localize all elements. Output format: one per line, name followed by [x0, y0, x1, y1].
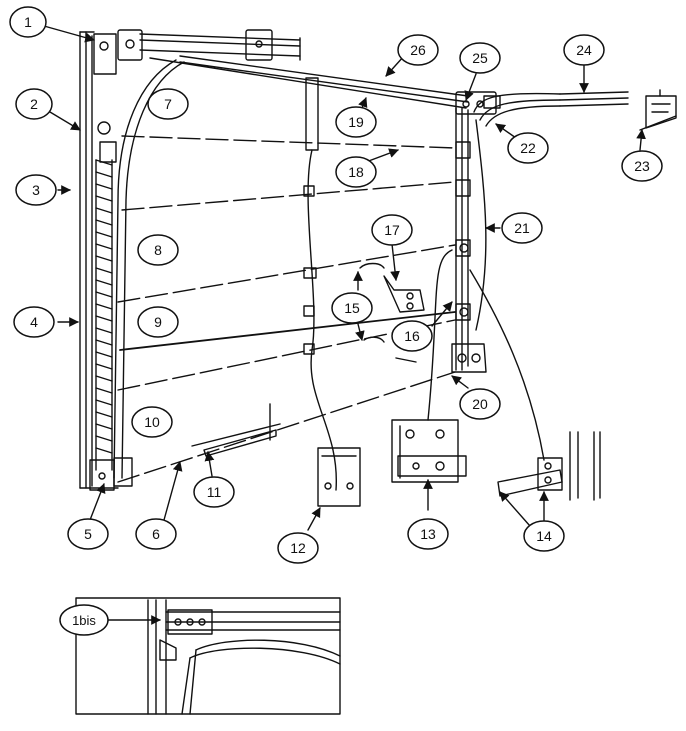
leader-16 — [431, 301, 453, 327]
callout-label: 11 — [207, 484, 222, 500]
callout-label: 1bis — [72, 613, 96, 628]
callout-3: 3 — [15, 174, 57, 206]
leader-20 — [451, 375, 469, 389]
callout-label: 15 — [344, 300, 360, 316]
right-track-assembly — [427, 91, 629, 461]
callout-15: 15 — [331, 292, 373, 324]
callout-label: 20 — [472, 396, 488, 412]
callout-9: 9 — [137, 306, 179, 338]
callout-label: 6 — [152, 526, 160, 542]
center-hardware — [191, 77, 361, 507]
leader-15b — [355, 323, 365, 341]
callout-label: 2 — [30, 96, 38, 112]
callout-23: 23 — [621, 150, 663, 182]
callout-label: 18 — [348, 164, 364, 180]
callout-label: 14 — [536, 528, 552, 544]
callout-5: 5 — [67, 518, 109, 550]
callout-21: 21 — [501, 212, 543, 244]
leader-5 — [89, 483, 106, 521]
callout-label: 9 — [154, 314, 162, 330]
callout-24: 24 — [563, 34, 605, 66]
callout-label: 21 — [514, 220, 530, 236]
callout-label: 23 — [634, 158, 650, 174]
callout-label: 4 — [30, 314, 38, 330]
leader-18 — [365, 148, 399, 163]
callout-1bis: 1bis — [59, 604, 109, 636]
detail-13 — [391, 419, 467, 483]
leader-22 — [495, 123, 517, 139]
callout-label: 8 — [154, 242, 162, 258]
torsion-spring — [95, 159, 113, 471]
top-rails — [113, 29, 469, 479]
leader-19 — [358, 97, 368, 109]
leader-25 — [464, 73, 477, 101]
bracket-23 — [639, 89, 677, 131]
left-rail-assembly — [79, 29, 143, 491]
callout-label: 10 — [144, 414, 160, 430]
callout-label: 24 — [576, 42, 592, 58]
leader-12 — [307, 507, 321, 531]
callout-16: 16 — [391, 320, 433, 352]
leader-26 — [385, 55, 405, 77]
callout-label: 7 — [164, 96, 172, 112]
callout-7: 7 — [147, 88, 189, 120]
callout-8: 8 — [137, 234, 179, 266]
callout-17: 17 — [371, 214, 413, 246]
callout-label: 17 — [384, 222, 400, 238]
callout-18: 18 — [335, 156, 377, 188]
leader-23 — [636, 129, 646, 151]
leader-6 — [163, 461, 183, 521]
callout-13: 13 — [407, 518, 449, 550]
callout-label: 25 — [472, 50, 488, 66]
hinge-cluster — [359, 262, 425, 363]
callout-6: 6 — [135, 518, 177, 550]
leader-arrows — [43, 25, 646, 625]
callout-label: 16 — [404, 328, 420, 344]
callout-12: 12 — [277, 532, 319, 564]
leader-2 — [49, 111, 81, 131]
leader-1 — [43, 25, 95, 43]
callouts: 1 2 3 4 5 6 7 8 9 10 11 12 13 14 15 16 1… — [9, 6, 663, 636]
callout-1: 1 — [9, 6, 47, 38]
callout-label: 1 — [24, 14, 32, 30]
callout-label: 22 — [520, 140, 536, 156]
callout-label: 19 — [348, 114, 364, 130]
callout-19: 19 — [335, 106, 377, 138]
callout-20: 20 — [459, 388, 501, 420]
leader-14a — [499, 491, 531, 527]
leader-11 — [204, 451, 215, 477]
callout-4: 4 — [13, 306, 55, 338]
callout-label: 12 — [290, 540, 306, 556]
callout-label: 26 — [410, 42, 426, 58]
callout-label: 5 — [84, 526, 92, 542]
detail-14 — [497, 431, 601, 501]
callout-2: 2 — [15, 88, 53, 120]
callout-10: 10 — [131, 406, 173, 438]
callout-11: 11 — [193, 476, 235, 508]
callout-26: 26 — [397, 34, 439, 66]
callout-25: 25 — [459, 42, 501, 74]
callout-label: 13 — [420, 526, 436, 542]
inset-detail-1bis — [75, 597, 341, 715]
callout-14: 14 — [523, 520, 565, 552]
callout-label: 3 — [32, 182, 40, 198]
leader-17 — [390, 243, 400, 281]
callout-22: 22 — [507, 132, 549, 164]
